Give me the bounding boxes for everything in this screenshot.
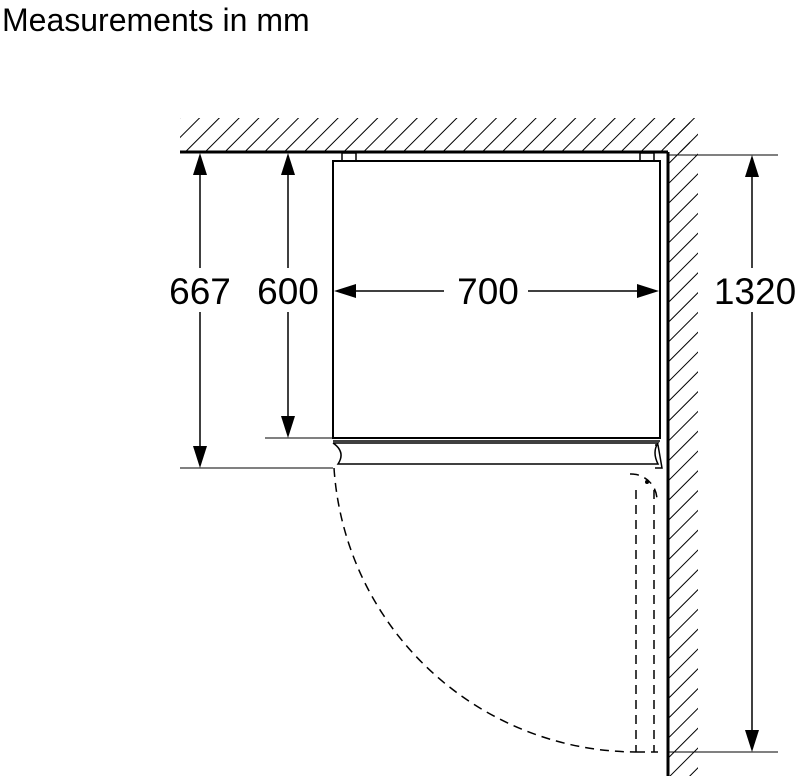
appliance-door [332,442,663,469]
dimension-label-600: 600 [257,271,319,312]
dimension-label-667: 667 [169,271,231,312]
dimension-width: 700 [334,268,659,312]
dimension-door-clearance: 1320 [668,154,800,753]
appliance-body [332,152,661,442]
wall-top [180,118,690,154]
dimension-depth-body: 600 [250,153,333,439]
dimension-depth-total: 667 [162,153,333,469]
wall-right [666,118,698,776]
page-title: Measurements in mm [2,2,310,38]
dimension-label-700: 700 [457,271,519,312]
dimension-label-1320: 1320 [714,271,796,312]
hinge-pivot [645,480,649,484]
door-swing-arc [333,467,658,753]
